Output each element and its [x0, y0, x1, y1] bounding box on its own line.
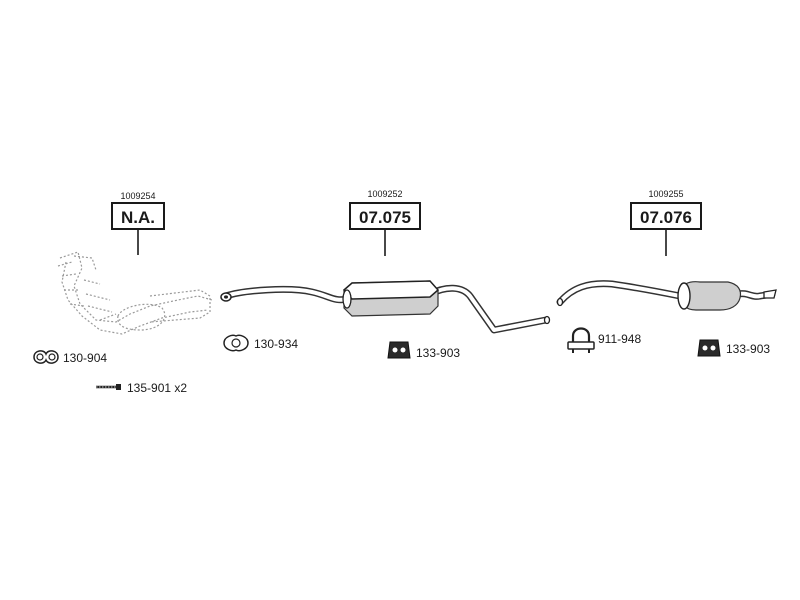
assembly-code-na: N.A. — [121, 208, 155, 227]
part-number-gasket-b: 130-934 — [254, 337, 298, 351]
part-hanger-133-903-b: 133-903 — [697, 339, 770, 357]
assembly-code-07-075: 07.075 — [359, 208, 411, 227]
assembly-ref-1009255: 1009255 — [648, 189, 683, 199]
part-number-hanger-b: 133-903 — [726, 342, 770, 356]
part-bolt-135-901: 135-901 x2 — [96, 381, 187, 395]
u-bolt-clamp-icon — [567, 327, 595, 353]
assembly-07-076: 1009255 07.076 — [556, 189, 777, 311]
assembly-code-07-076: 07.076 — [640, 208, 692, 227]
manifold-ghost-drawing — [57, 251, 213, 335]
assembly-07-075: 1009252 07.075 — [220, 189, 551, 334]
part-hanger-133-903-a: 133-903 — [387, 341, 460, 360]
gasket-icon — [33, 350, 59, 364]
part-number-clamp: 911-948 — [598, 332, 641, 346]
rubber-hanger-icon — [387, 341, 411, 359]
assembly-na: 1009254 N.A. — [57, 191, 213, 335]
part-number-gasket-a: 130-904 — [63, 351, 107, 365]
assembly-ref-1009254: 1009254 — [120, 191, 155, 201]
part-number-hanger-a: 133-903 — [416, 346, 460, 360]
bolt-icon — [96, 384, 121, 390]
rubber-hanger-icon — [697, 339, 721, 357]
assembly-code-box-07-076 — [630, 202, 702, 230]
part-gasket-130-904: 130-904 — [33, 350, 107, 365]
flange-gasket-icon — [223, 334, 249, 352]
rear-silencer-drawing — [556, 280, 777, 311]
part-clamp-911-948: 911-948 — [567, 327, 641, 353]
assembly-ref-1009252: 1009252 — [367, 189, 402, 199]
centre-silencer-drawing — [220, 280, 551, 334]
part-number-bolt: 135-901 x2 — [127, 381, 187, 395]
part-gasket-130-934: 130-934 — [223, 334, 298, 352]
